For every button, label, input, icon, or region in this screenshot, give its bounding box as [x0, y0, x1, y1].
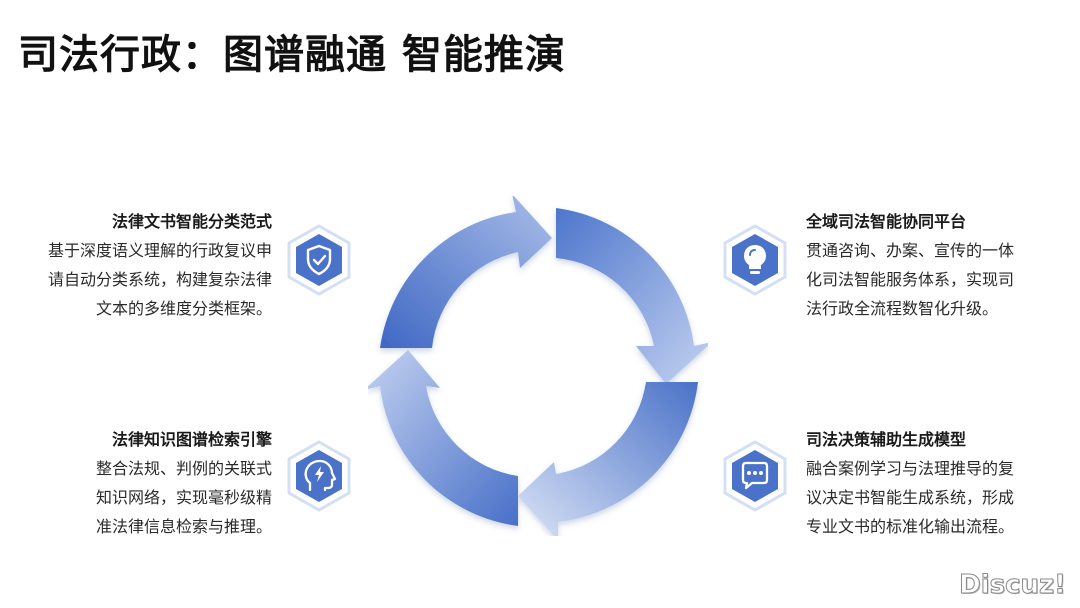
cycle-arrow-top-left	[380, 196, 552, 348]
feature-title: 司法决策辅助生成模型	[806, 430, 967, 449]
page-title: 司法行政：图谱融通 智能推演	[18, 32, 566, 78]
feature-line: 请自动分类系统，构建复杂法律	[47, 270, 272, 289]
feature-line: 基于深度语义理解的行政复议申	[47, 241, 272, 260]
cycle-arrow-bottom-left	[368, 350, 518, 526]
chat-bubble-icon	[723, 440, 787, 512]
cycle-arrow-bottom-right	[518, 382, 698, 536]
feature-line: 准法律信息检索与推理。	[95, 517, 272, 536]
feature-block-top-left: 法律文书智能分类范式 基于深度语义理解的行政复议申 请自动分类系统，构建复杂法律…	[10, 210, 272, 323]
feature-description: 贯通咨询、办案、宣传的一体 化司法智能服务体系，实现司 法行政全流程数智化升级。	[806, 236, 1068, 323]
feature-title: 全域司法智能协同平台	[806, 212, 967, 231]
lightning-head-icon	[287, 440, 351, 512]
feature-line: 融合案例学习与法理推导的复	[806, 459, 1015, 478]
lightbulb-icon	[723, 224, 787, 296]
feature-description: 整合法规、判例的关联式 知识网络，实现毫秒级精 准法律信息检索与推理。	[10, 454, 272, 541]
feature-block-bottom-left: 法律知识图谱检索引擎 整合法规、判例的关联式 知识网络，实现毫秒级精 准法律信息…	[10, 428, 272, 541]
feature-line: 化司法智能服务体系，实现司	[806, 270, 1015, 289]
feature-line: 文本的多维度分类框架。	[95, 299, 272, 318]
shield-check-icon	[287, 224, 351, 296]
feature-line: 知识网络，实现毫秒级精	[95, 488, 272, 507]
feature-description: 融合案例学习与法理推导的复 议决定书智能生成系统，形成 专业文书的标准化输出流程…	[806, 454, 1068, 541]
feature-line: 议决定书智能生成系统，形成	[806, 488, 1015, 507]
feature-description: 基于深度语义理解的行政复议申 请自动分类系统，构建复杂法律 文本的多维度分类框架…	[10, 236, 272, 323]
feature-line: 专业文书的标准化输出流程。	[806, 517, 1015, 536]
feature-title: 法律知识图谱检索引擎	[111, 430, 272, 449]
feature-block-bottom-right: 司法决策辅助生成模型 融合案例学习与法理推导的复 议决定书智能生成系统，形成 专…	[806, 428, 1068, 541]
discuz-watermark: Discuz!	[959, 570, 1067, 601]
feature-title: 法律文书智能分类范式	[111, 212, 272, 231]
feature-block-top-right: 全域司法智能协同平台 贯通咨询、办案、宣传的一体 化司法智能服务体系，实现司 法…	[806, 210, 1068, 323]
feature-line: 法行政全流程数智化升级。	[806, 299, 999, 318]
cycle-arrows-diagram	[368, 196, 708, 536]
cycle-arrow-top-right	[556, 208, 708, 384]
feature-line: 整合法规、判例的关联式	[95, 459, 272, 478]
feature-line: 贯通咨询、办案、宣传的一体	[806, 241, 1015, 260]
